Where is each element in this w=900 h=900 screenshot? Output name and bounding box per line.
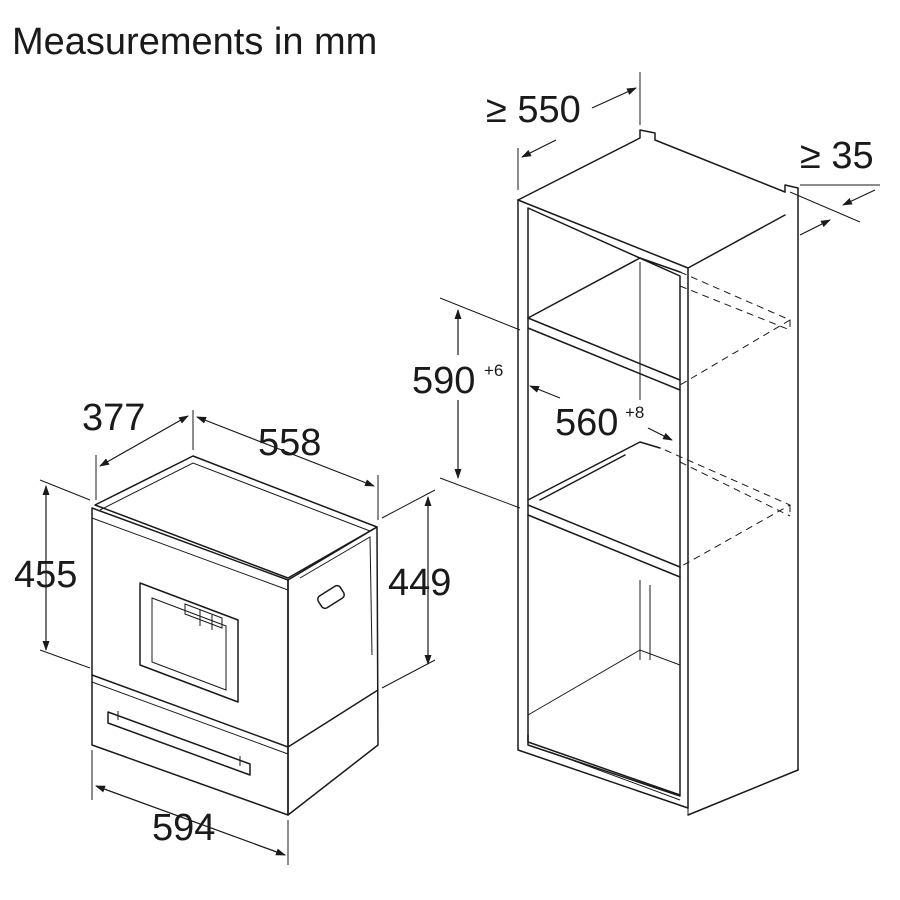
dim-depth-top: 558 (258, 422, 321, 464)
dim-height-front: 455 (14, 554, 77, 596)
dim-niche-height-tolerance: +6 (484, 361, 503, 380)
dim-min-depth: ≥ 550 (486, 89, 581, 131)
dim-width: 594 (152, 807, 215, 849)
dim-depth-side: 377 (82, 397, 145, 439)
dim-niche-height: 590 (412, 360, 475, 402)
dim-min-gap: ≥ 35 (800, 135, 874, 177)
appliance-dimensions (39, 410, 436, 865)
dim-niche-width: 560 (555, 402, 618, 444)
tall-cabinet-drawing (517, 129, 799, 816)
measurements-title: Measurements in mm (12, 21, 377, 63)
dim-niche-width-tolerance: +8 (625, 403, 644, 422)
coffee-machine-drawing (91, 455, 379, 816)
dim-height-back: 449 (388, 562, 451, 604)
cabinet-dimensions (439, 72, 880, 509)
